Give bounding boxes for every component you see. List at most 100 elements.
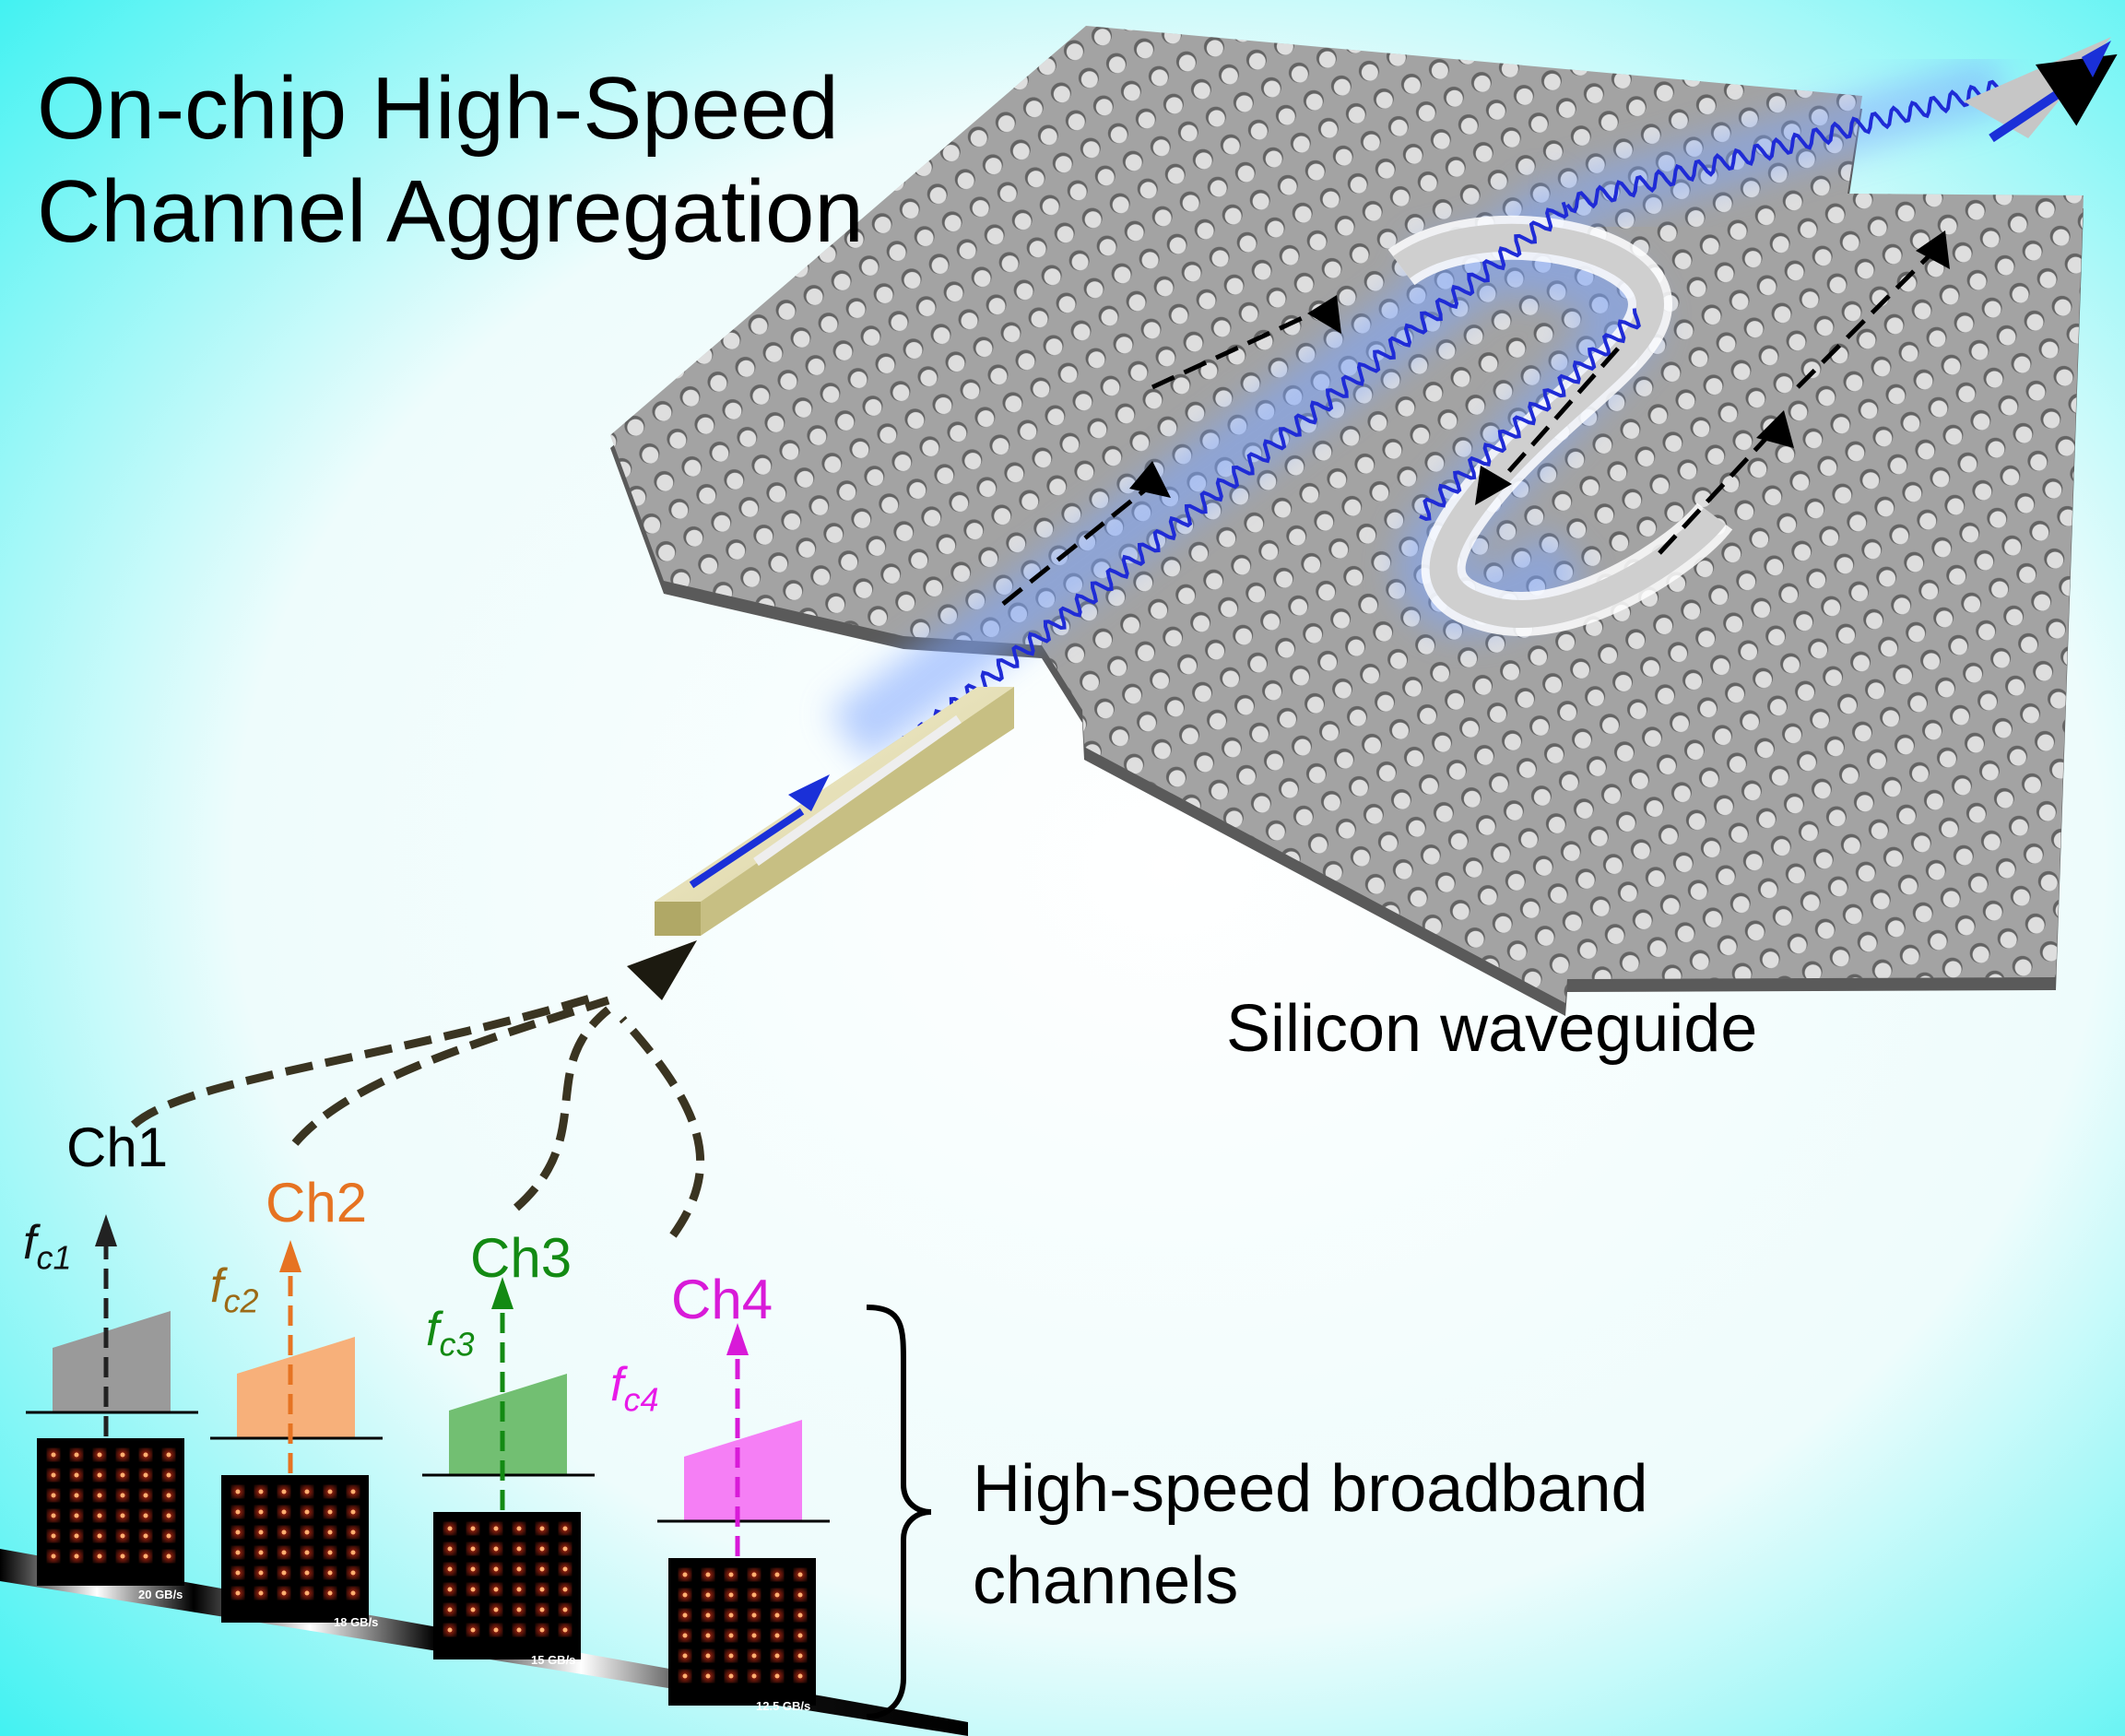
- constellation-core: [682, 1612, 688, 1618]
- constellation-core: [493, 1607, 499, 1612]
- constellation-core: [562, 1607, 568, 1612]
- merge-arrow-head: [627, 940, 697, 1000]
- constellation-core: [493, 1627, 499, 1633]
- light-wave: [866, 79, 2002, 785]
- channels-brace: [866, 1305, 932, 1719]
- output-arrow-head: [2082, 41, 2111, 77]
- constellation-core: [470, 1607, 476, 1612]
- data-rate-1: 20 GB/s: [138, 1588, 183, 1601]
- constellation-core: [350, 1489, 356, 1494]
- constellation-core: [258, 1570, 264, 1576]
- constellation-core: [97, 1472, 102, 1478]
- constellation-core: [281, 1570, 287, 1576]
- constellation-core: [797, 1612, 803, 1618]
- constellation-core: [470, 1526, 476, 1531]
- constellation-core: [120, 1533, 125, 1539]
- propagation-arrows: [1001, 247, 1938, 606]
- fc-symbol: f: [426, 1303, 440, 1356]
- data-rate-2: 18 GB/s: [334, 1615, 379, 1629]
- constellation-core: [304, 1489, 310, 1494]
- constellation-core: [258, 1509, 264, 1515]
- constellation-core: [562, 1587, 568, 1592]
- constellation-core: [304, 1570, 310, 1576]
- constellation-core: [51, 1553, 56, 1559]
- constellation-core: [516, 1566, 522, 1572]
- constellation-core: [705, 1572, 711, 1577]
- constellation-core: [97, 1533, 102, 1539]
- constellation-core: [327, 1509, 333, 1515]
- constellation-core: [470, 1627, 476, 1633]
- constellation-core: [705, 1612, 711, 1618]
- constellation-core: [516, 1587, 522, 1592]
- channel-3-group: [422, 1277, 595, 1659]
- carrier-arrow-head: [491, 1277, 514, 1309]
- constellation-core: [447, 1627, 453, 1633]
- constellation-core: [447, 1526, 453, 1531]
- constellation-core: [562, 1566, 568, 1572]
- constellation-core: [447, 1566, 453, 1572]
- constellation-core: [705, 1633, 711, 1638]
- constellation-core: [235, 1590, 241, 1596]
- constellation-core: [120, 1452, 125, 1458]
- constellation-core: [797, 1633, 803, 1638]
- constellation-core: [258, 1489, 264, 1494]
- constellation-diagram: [221, 1475, 369, 1623]
- constellation-core: [539, 1526, 545, 1531]
- constellation-core: [97, 1493, 102, 1498]
- channel-spectra: [26, 1214, 830, 1706]
- constellation-core: [705, 1673, 711, 1679]
- constellation-core: [97, 1452, 102, 1458]
- constellation-core: [97, 1513, 102, 1518]
- diagram-title: On-chip High-Speed Channel Aggregation: [37, 57, 864, 264]
- constellation-core: [51, 1533, 56, 1539]
- constellation-core: [97, 1553, 102, 1559]
- constellation-core: [235, 1550, 241, 1555]
- arrow-heads: [1129, 230, 1950, 505]
- carrier-frequency-2: fc2: [210, 1258, 258, 1320]
- constellation-core: [74, 1452, 79, 1458]
- channel-label-3: Ch3: [470, 1227, 573, 1289]
- constellation-core: [166, 1452, 171, 1458]
- constellation-core: [797, 1572, 803, 1577]
- carrier-arrow-head: [279, 1240, 301, 1272]
- constellation-core: [235, 1489, 241, 1494]
- constellation-core: [493, 1526, 499, 1531]
- channel-label-1: Ch1: [66, 1116, 169, 1178]
- constellation-core: [74, 1533, 79, 1539]
- constellation-core: [120, 1553, 125, 1559]
- constellation-core: [120, 1513, 125, 1518]
- constellation-core: [493, 1566, 499, 1572]
- constellation-core: [143, 1533, 148, 1539]
- constellation-core: [774, 1633, 780, 1638]
- constellation-core: [120, 1493, 125, 1498]
- channel-label-2: Ch2: [266, 1172, 368, 1234]
- constellation-core: [539, 1546, 545, 1552]
- constellation-core: [562, 1627, 568, 1633]
- constellation-core: [258, 1529, 264, 1535]
- spectrum-band: [237, 1337, 355, 1438]
- constellation-core: [447, 1587, 453, 1592]
- constellation-core: [51, 1493, 56, 1498]
- constellation-core: [774, 1592, 780, 1598]
- constellation-core: [74, 1553, 79, 1559]
- spectrum-band: [449, 1374, 567, 1475]
- constellation-core: [516, 1607, 522, 1612]
- constellation-core: [682, 1653, 688, 1659]
- title-line-2: Channel Aggregation: [37, 162, 864, 261]
- channels-label: High-speed broadband channels: [973, 1443, 1648, 1627]
- constellation-core: [774, 1673, 780, 1679]
- constellation-core: [143, 1452, 148, 1458]
- photonic-crystal-chip: [610, 26, 2084, 1016]
- spectrum-band: [684, 1420, 802, 1521]
- constellation-core: [751, 1653, 757, 1659]
- channel-2-group: [210, 1240, 383, 1623]
- constellation-core: [166, 1553, 171, 1559]
- constellation-core: [774, 1572, 780, 1577]
- constellation-core: [751, 1592, 757, 1598]
- input-coupler: [655, 687, 1014, 936]
- constellation-core: [774, 1612, 780, 1618]
- constellation-core: [281, 1529, 287, 1535]
- constellation-diagram: [433, 1512, 581, 1659]
- data-rate-4: 12.5 GB/s: [756, 1699, 811, 1713]
- constellation-core: [728, 1653, 734, 1659]
